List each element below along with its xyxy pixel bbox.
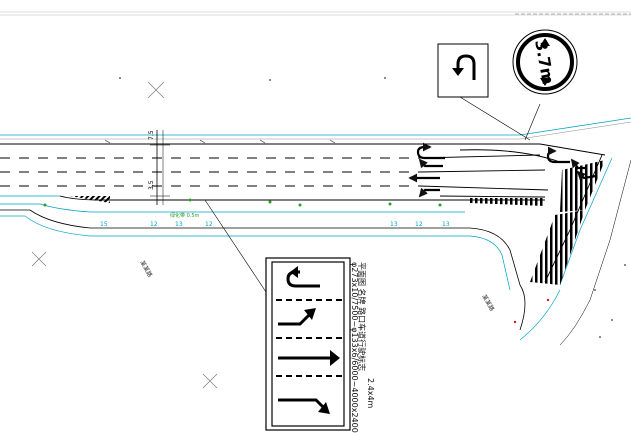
svg-text:某某路: 某某路 <box>480 293 496 313</box>
dim-label-2: 3.5 <box>148 180 155 190</box>
svg-text:平面图 名牌 路口车道行驶标志: 平面图 名牌 路口车道行驶标志 <box>357 262 367 371</box>
svg-text:12: 12 <box>205 221 213 228</box>
u-turn-arrow-icon <box>456 54 476 80</box>
scatter-marks <box>119 77 626 338</box>
svg-text:13: 13 <box>390 221 398 228</box>
svg-text:12: 12 <box>415 221 423 228</box>
lane-arrows <box>408 142 597 198</box>
lane-direction-sign: 平面图 名牌 路口车道行驶标志 φ273x10/7500~φ133x6/6000… <box>265 257 375 433</box>
sign-left-turn-icon <box>278 312 312 326</box>
small-lane-marks <box>104 139 336 144</box>
svg-text:13: 13 <box>442 221 450 228</box>
sign-right-turn-icon <box>278 398 326 410</box>
top-boundary <box>0 11 631 16</box>
svg-text:13: 13 <box>175 221 183 228</box>
red-marks <box>513 298 550 324</box>
hatched-islands <box>70 160 605 285</box>
x-tree-marks <box>31 81 218 389</box>
leader-lines <box>204 96 541 296</box>
svg-text:15: 15 <box>100 221 108 228</box>
section-dimension: 7.5 3.5 <box>148 130 170 205</box>
svg-text:绿化带 0.5m: 绿化带 0.5m <box>170 212 200 219</box>
x-tree-mark-icon <box>31 251 47 267</box>
svg-text:φ273x10/7500~φ133x6/6000~4000x: φ273x10/7500~φ133x6/6000~4000x2400 <box>350 262 359 433</box>
cyan-numbers: 15 12 13 12 13 12 13 <box>100 221 450 228</box>
green-annotations: 绿化带 0.5m <box>43 198 442 219</box>
svg-text:2.4x4m: 2.4x4m <box>366 378 375 409</box>
x-tree-mark-icon <box>202 373 218 389</box>
svg-text:某某路: 某某路 <box>138 259 154 279</box>
lane-solid-lines <box>419 149 561 198</box>
dim-label: 7.5 <box>148 130 155 140</box>
svg-text:12: 12 <box>150 221 158 228</box>
u-turn-sign <box>437 43 489 98</box>
x-tree-mark-icon <box>147 81 165 99</box>
lane-dashes <box>0 157 420 187</box>
height-limit-sign-icon: 3.7m <box>512 29 578 95</box>
